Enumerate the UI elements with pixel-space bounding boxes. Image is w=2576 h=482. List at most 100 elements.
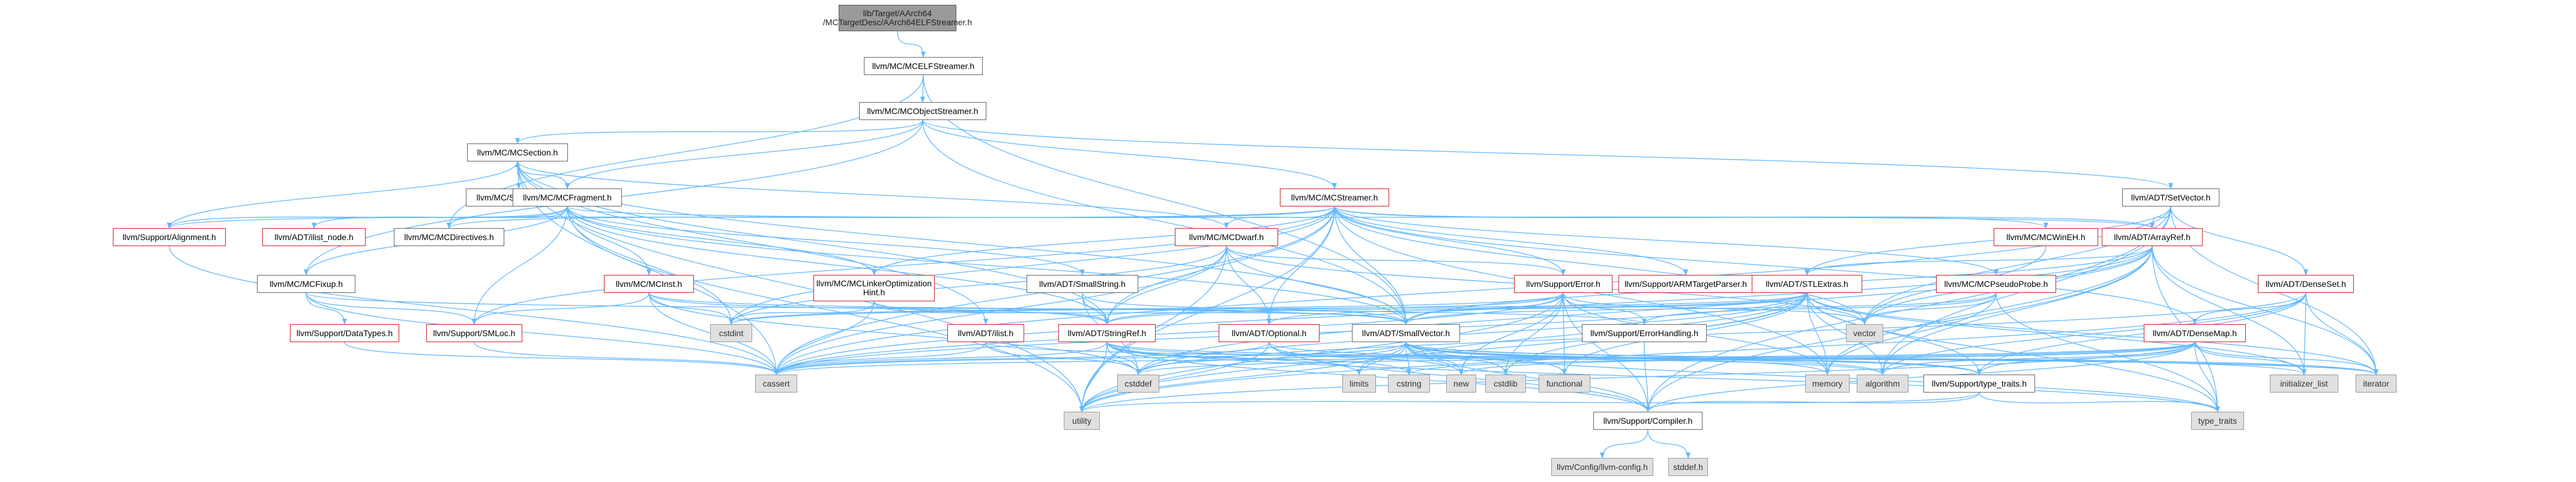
edge-mcstreamer-to-smallvector [1334,206,1408,325]
edge-stringref-to-utility [1079,342,1108,412]
edge-denseset-to-initializer-list [2302,292,2307,375]
node-armtargetparser[interactable]: llvm/Support/ARMTargetParser.h [1618,275,1753,293]
node-errorhandling[interactable]: llvm/Support/ErrorHandling.h [1582,324,1707,342]
edge-smallstring-to-stringref [1082,292,1109,325]
node-denseset[interactable]: llvm/ADT/DenseSet.h [2258,275,2354,293]
edge-mcsection-to-alignment [167,161,518,229]
edge-arrayref-to-stlextras [1805,246,2153,276]
edge-mcfixup-to-smloc [306,292,477,325]
edge-smallvector-to-utility [1079,342,1407,412]
edge-setvector-to-denseset [2170,206,2308,276]
edge-mcstreamer-to-smloc [472,206,1335,325]
edge-error-to-cstdint [729,292,1564,325]
node-mcwineh[interactable]: llvm/MC/MCWinEH.h [1994,228,2098,246]
edge-mcdwarf-to-error [1226,246,1566,276]
node-root[interactable]: lib/Target/AArch64 /MCTargetDesc/AArch64… [823,5,972,31]
edge-type-traits-h-to-compiler [1645,392,1980,412]
edge-stringref-to-limits [1106,342,1362,375]
edge-stlextras-to-optional [1267,292,1808,325]
node-cstddef[interactable]: cstddef [1117,375,1159,393]
edge-denseset-to-iterator [2305,292,2378,375]
edge-smallvector-to-memory [1405,342,1830,375]
edge-mcobjectstreamer-to-setvector [922,119,2173,189]
node-mcdwarf[interactable]: llvm/MC/MCDwarf.h [1175,228,1278,246]
node-mcinst[interactable]: llvm/MC/MCInst.h [604,275,694,293]
node-setvector[interactable]: llvm/ADT/SetVector.h [2122,188,2219,206]
edge-linkeropt-to-smallvector [873,301,1408,325]
node-ilist-node[interactable]: llvm/ADT/ilist_node.h [262,228,366,246]
node-stringref[interactable]: llvm/ADT/StringRef.h [1058,324,1156,342]
edge-smallvector-to-cstdlib [1405,342,1508,375]
edge-setvector-to-vector [1862,206,2171,325]
node-optional[interactable]: llvm/ADT/Optional.h [1219,324,1320,342]
node-arrayref[interactable]: llvm/ADT/ArrayRef.h [2102,228,2203,246]
edge-alignment-to-cassert [169,246,779,375]
edge-error-to-utility [1079,292,1564,412]
edge-linkeropt-to-cstdint [729,301,875,325]
node-datatypes[interactable]: llvm/Support/DataTypes.h [290,324,399,342]
node-alignment[interactable]: llvm/Support/Alignment.h [113,228,226,246]
edge-stlextras-to-type-traits [1806,292,2220,412]
edge-stringref-to-iterator [1106,342,2378,375]
node-mcdirectives[interactable]: llvm/MC/MCDirectives.h [394,228,504,246]
node-type-traits-h[interactable]: llvm/Support/type_traits.h [1923,375,2035,393]
node-linkeropt[interactable]: llvm/MC/MCLinkerOptimization Hint.h [813,275,935,301]
edge-pseudoprobe-to-vector [1862,292,1997,325]
node-densemap[interactable]: llvm/ADT/DenseMap.h [2144,324,2246,342]
edge-mcfixup-to-cassert [306,292,779,375]
node-cstdint[interactable]: cstdint [710,324,752,342]
edge-mcfragment-to-smallvector [567,206,1408,325]
edge-densemap-to-initializer-list [2194,342,2306,375]
node-iterator[interactable]: iterator [2356,375,2397,393]
node-mcelfstreamer[interactable]: llvm/MC/MCELFStreamer.h [864,57,983,75]
node-smallstring[interactable]: llvm/ADT/SmallString.h [1027,275,1138,293]
node-algorithm[interactable]: algorithm [1857,375,1908,393]
node-mcsection[interactable]: llvm/MC/MCSection.h [467,143,568,161]
node-smallvector[interactable]: llvm/ADT/SmallVector.h [1352,324,1460,342]
edge-mcstreamer-to-arrayref [1334,206,2155,229]
edge-densemap-to-iterator [2194,342,2378,375]
node-new[interactable]: new [1446,375,1476,393]
node-cstring[interactable]: cstring [1388,375,1430,393]
edge-error-to-compiler [1563,292,1650,412]
edge-arrayref-to-algorithm [1880,246,2153,375]
edge-mcfixup-to-datatypes [306,292,347,325]
edge-setvector-to-arrayref [2150,206,2171,229]
node-utility[interactable]: utility [1064,412,1100,430]
edge-error-to-stringref [1105,292,1564,325]
node-initializer-list[interactable]: initializer_list [2270,375,2338,393]
node-smloc[interactable]: llvm/Support/SMLoc.h [426,324,522,342]
node-mcfragment[interactable]: llvm/MC/MCFragment.h [513,188,622,206]
edge-pseudoprobe-to-errorhandling [1642,292,1997,325]
edge-arrayref-to-compiler [1645,246,2153,412]
node-error[interactable]: llvm/Support/Error.h [1514,275,1612,293]
edge-mcdwarf-to-cstdint [729,246,1227,325]
edge-mcfragment-to-stringref [567,206,1109,325]
node-limits[interactable]: limits [1342,375,1376,393]
node-ilist[interactable]: llvm/ADT/ilist.h [947,324,1024,342]
node-mcfixup[interactable]: llvm/MC/MCFixup.h [257,275,355,293]
node-pseudoprobe[interactable]: llvm/MC/MCPseudoProbe.h [1936,275,2056,293]
node-llvm-config[interactable]: llvm/Config/llvm-config.h [1551,458,1653,476]
node-stddef[interactable]: stddef.h [1668,458,1708,476]
edge-densemap-to-compiler [1645,342,2195,412]
edge-ilist-to-cstddef [985,342,1141,375]
node-compiler[interactable]: llvm/Support/Compiler.h [1593,412,1703,430]
node-stlextras[interactable]: llvm/ADT/STLExtras.h [1752,275,1862,293]
edge-pseudoprobe-to-smallvector [1404,292,1997,325]
node-type-traits[interactable]: type_traits [2191,412,2244,430]
node-mcstreamer[interactable]: llvm/MC/MCStreamer.h [1280,188,1389,206]
node-mcobjectstreamer[interactable]: llvm/MC/MCObjectStreamer.h [859,102,986,120]
edge-errorhandling-to-compiler [1644,342,1650,412]
edge-mcinst-to-cstdint [648,292,734,325]
edge-mcfragment-to-smloc [472,206,568,325]
node-vector[interactable]: vector [1846,324,1883,342]
edge-mcstreamer-to-cstdint [729,206,1335,325]
node-functional[interactable]: functional [1539,375,1590,393]
node-cassert[interactable]: cassert [755,375,797,393]
edge-mcinst-to-stringref [648,292,1109,325]
node-memory[interactable]: memory [1805,375,1850,393]
node-cstdlib[interactable]: cstdlib [1485,375,1526,393]
edge-stringref-to-cassert [774,342,1108,375]
edge-compiler-to-llvm-config [1600,429,1648,459]
